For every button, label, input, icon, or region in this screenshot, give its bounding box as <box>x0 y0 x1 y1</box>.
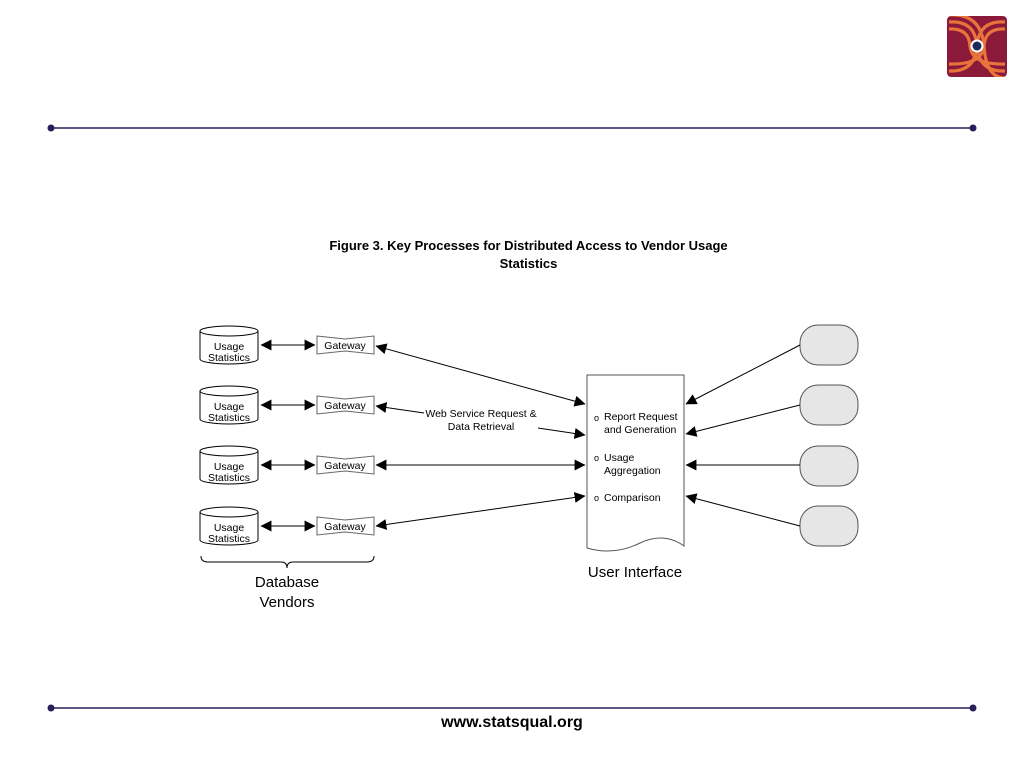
client-ui-arrow <box>685 404 801 437</box>
client-node <box>799 384 859 426</box>
gateway-node: Gateway <box>316 335 375 355</box>
database-label-line1: Usage <box>214 401 245 413</box>
database-label-line2: Statistics <box>208 533 250 545</box>
web-service-label-line1: Web Service Request & <box>425 408 536 420</box>
ui-item-bullet: o <box>594 453 599 463</box>
gateway-node: Gateway <box>316 516 375 536</box>
ui-item-label-line1: Usage <box>604 452 635 464</box>
gateway-label: Gateway <box>324 340 366 352</box>
ui-item-label-line1: Comparison <box>604 492 661 504</box>
database-label-line1: Usage <box>214 341 245 353</box>
database-cylinder: Usage Statistics <box>199 506 259 546</box>
vendors-brace <box>200 555 375 569</box>
gateway-ui-connector <box>375 492 586 530</box>
gateway-ui-connector <box>537 427 586 439</box>
gateway-label: Gateway <box>324 521 366 533</box>
client-node <box>799 505 859 547</box>
gateway-label: Gateway <box>324 400 366 412</box>
figure-title: Figure 3. Key Processes for Distributed … <box>329 238 728 271</box>
ui-item-bullet: o <box>594 413 599 423</box>
database-label-line2: Statistics <box>208 412 250 424</box>
ui-item-label-line1: Report Request <box>604 411 678 423</box>
bottom-divider <box>47 704 977 712</box>
client-node <box>799 324 859 366</box>
vendors-label-line1: Database <box>255 574 319 591</box>
user-interface-document: o Report Request and Generation o Usage … <box>586 374 685 552</box>
ui-item-label-line2: Aggregation <box>604 465 661 477</box>
footer-url-link[interactable]: www.statsqual.org <box>441 714 583 731</box>
database-cylinder: Usage Statistics <box>199 325 259 365</box>
client-ui-arrow <box>685 493 801 527</box>
gateway-node: Gateway <box>316 455 375 475</box>
vendors-label-line2: Vendors <box>259 594 314 611</box>
user-interface-label: User Interface <box>588 564 682 581</box>
database-cylinder: Usage Statistics <box>199 445 259 485</box>
top-divider <box>47 124 977 132</box>
gateway-node: Gateway <box>316 395 375 415</box>
gateway-ui-connector <box>375 343 586 407</box>
client-ui-arrow <box>685 344 801 405</box>
database-label-line2: Statistics <box>208 472 250 484</box>
database-label-line1: Usage <box>214 522 245 534</box>
database-cylinder: Usage Statistics <box>199 385 259 425</box>
web-service-label-line2: Data Retrieval <box>448 421 515 433</box>
database-label-line2: Statistics <box>208 352 250 364</box>
gateway-label: Gateway <box>324 460 366 472</box>
ui-item-label-line2: and Generation <box>604 424 677 436</box>
client-node <box>799 445 859 487</box>
gateway-ui-connector <box>375 402 425 414</box>
ui-item-bullet: o <box>594 493 599 503</box>
database-label-line1: Usage <box>214 461 245 473</box>
statsqual-logo-icon <box>947 16 1007 77</box>
